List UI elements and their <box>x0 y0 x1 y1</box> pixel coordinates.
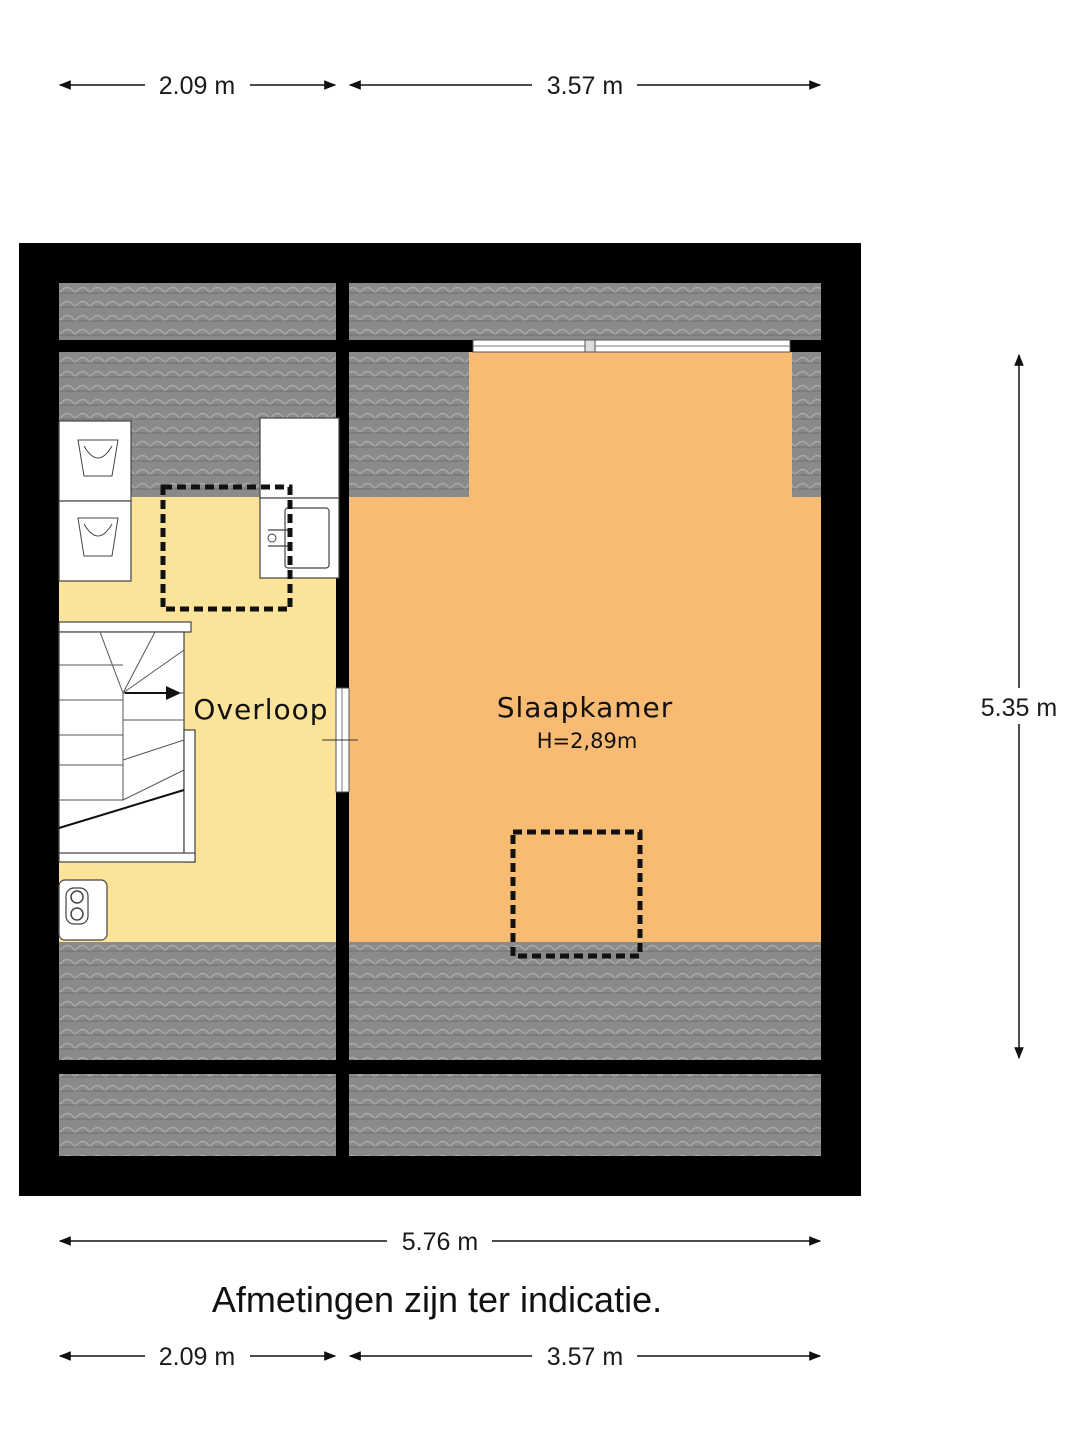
dimension-height: 5.35 m <box>981 353 1057 1060</box>
dimension-bottom-right: 3.57 m <box>348 1343 822 1371</box>
room-height-bedroom: H=2,89m <box>537 729 638 753</box>
dimension-bottom-left: 2.09 m <box>58 1343 337 1371</box>
dimension-label: 2.09 m <box>159 1343 235 1371</box>
attic-hatch <box>510 829 643 959</box>
dimension-label: 5.76 m <box>402 1228 478 1256</box>
dimension-label: 5.35 m <box>981 694 1057 722</box>
disclaimer-note: Afmetingen zijn ter indicatie. <box>212 1279 662 1320</box>
dimension-label: 3.57 m <box>547 1343 623 1371</box>
dimension-total-width: 5.76 m <box>58 1228 822 1256</box>
dimension-label: 3.57 m <box>547 72 623 100</box>
room-name-landing: Overloop <box>193 693 328 726</box>
dimension-top-right: 3.57 m <box>348 72 822 100</box>
washing-machine <box>58 420 132 502</box>
attic-hatch <box>160 484 293 612</box>
staircase <box>58 621 196 863</box>
boiler <box>58 879 108 941</box>
window <box>472 339 791 353</box>
dryer <box>58 500 132 582</box>
dimension-top-left: 2.09 m <box>58 72 337 100</box>
bedroom-floor <box>349 352 821 942</box>
dimension-label: 2.09 m <box>159 72 235 100</box>
door <box>322 687 358 793</box>
room-name-bedroom: Slaapkamer <box>497 691 674 724</box>
sink <box>259 417 340 579</box>
